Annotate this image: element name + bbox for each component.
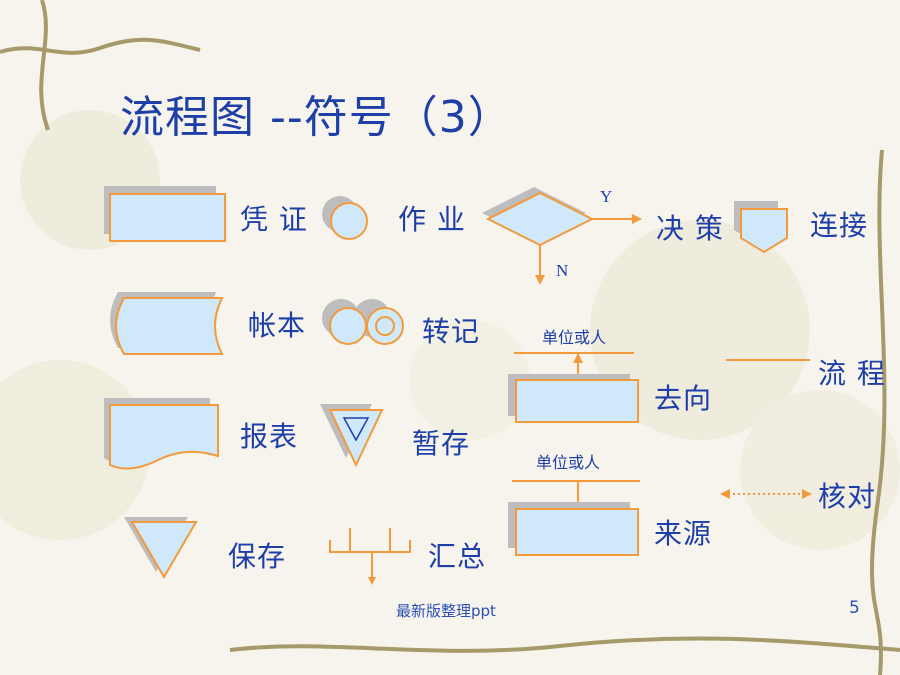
store-label: 保存 — [228, 540, 287, 573]
unit-label-source: 单位或人 — [536, 453, 601, 472]
background-flower-decoration — [0, 110, 900, 550]
flow-label: 流 程 — [818, 357, 886, 390]
destination-label: 去向 — [654, 382, 713, 415]
summary-symbol — [329, 528, 411, 577]
decision-no-label: N — [556, 261, 569, 280]
right-vine-border — [869, 149, 887, 675]
voucher-label: 凭 证 — [240, 203, 308, 236]
check-line-symbol — [720, 489, 812, 499]
ledger-symbol — [110, 292, 224, 355]
unit-label-destination: 单位或人 — [542, 328, 607, 347]
connector-symbol — [734, 201, 788, 254]
report-label: 报表 — [240, 420, 299, 453]
decision-label: 决 策 — [656, 212, 724, 245]
ledger-label: 帐本 — [248, 309, 307, 342]
page-title: 流程图 --符号（3） — [120, 92, 513, 143]
left-vine-border — [39, 0, 50, 131]
top-vine-border — [0, 37, 201, 55]
store-symbol — [124, 517, 198, 579]
operation-label: 作 业 — [398, 203, 466, 236]
destination-symbol — [508, 352, 639, 423]
operation-symbol — [322, 196, 368, 240]
summary-label: 汇总 — [428, 540, 487, 573]
connector-label: 连接 — [810, 209, 869, 242]
source-symbol — [508, 480, 640, 556]
report-symbol — [104, 398, 219, 470]
decision-symbol — [482, 187, 642, 285]
decision-yes-label: Y — [600, 187, 613, 206]
check-label: 核对 — [818, 480, 877, 513]
footer-text: 最新版整理ppt — [396, 602, 496, 620]
temp-store-symbol — [320, 404, 384, 468]
summary-arrow-icon — [368, 577, 376, 585]
temp-store-label: 暂存 — [412, 427, 471, 460]
page-number: 5 — [849, 598, 860, 618]
source-label: 来源 — [654, 517, 713, 550]
bottom-vine-border — [229, 636, 900, 653]
voucher-symbol — [104, 186, 226, 242]
transfer-symbol — [322, 299, 404, 345]
transfer-label: 转记 — [422, 315, 481, 348]
